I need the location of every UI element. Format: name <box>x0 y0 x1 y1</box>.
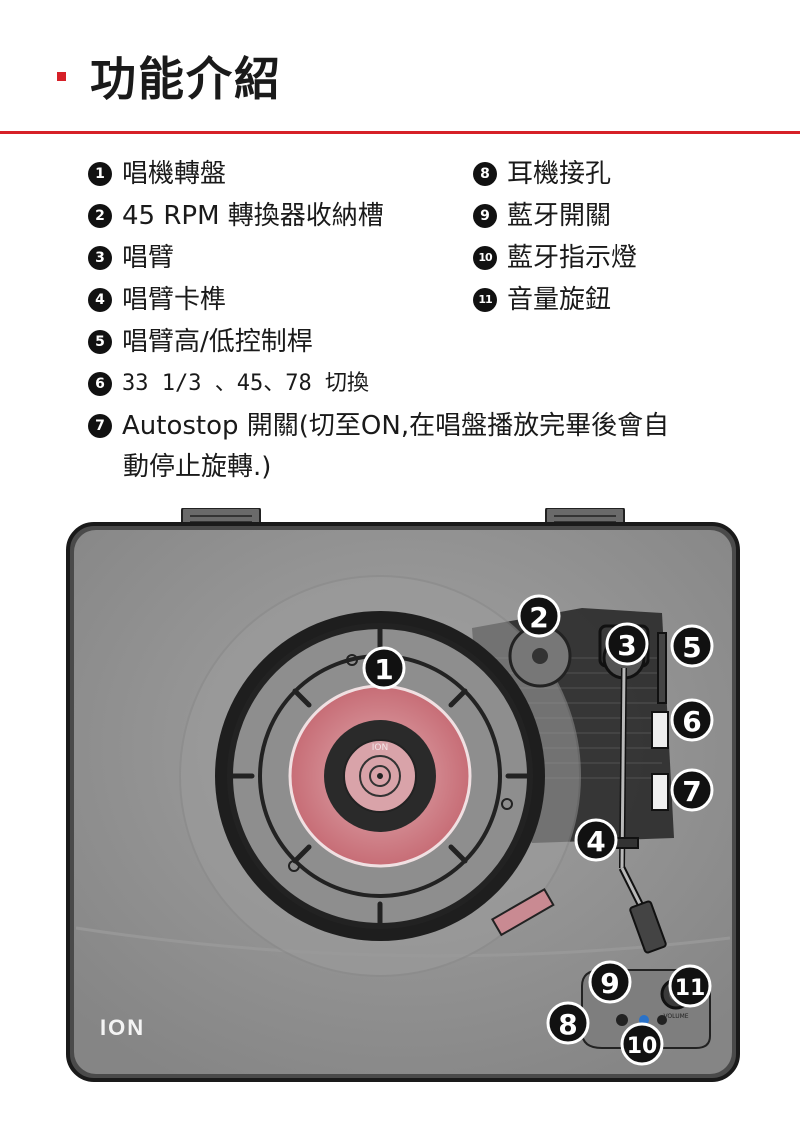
feature-label: 音量旋鈕 <box>507 285 612 315</box>
page-title: 功能介紹 <box>90 52 282 106</box>
feature-label: 33 1/3 、45、78 切換 <box>122 371 369 396</box>
feature-label: 藍牙指示燈 <box>507 243 638 273</box>
feature-item-11: 11 音量旋鈕 <box>473 283 611 317</box>
svg-text:7: 7 <box>682 775 701 808</box>
feature-label: 唱臂 <box>122 243 175 273</box>
feature-item-8: 8 耳機接孔 <box>473 157 611 191</box>
svg-text:6: 6 <box>682 705 701 738</box>
svg-text:2: 2 <box>529 601 548 634</box>
svg-text:9: 9 <box>600 967 619 1000</box>
svg-text:10: 10 <box>627 1034 658 1059</box>
callout-8: 8 <box>546 1001 590 1045</box>
title-divider <box>0 131 800 134</box>
number-badge: 9 <box>473 204 497 228</box>
feature-label: 唱臂高/低控制桿 <box>122 327 313 357</box>
svg-text:5: 5 <box>682 631 701 664</box>
number-badge: 10 <box>473 246 497 270</box>
callout-2: 2 <box>517 594 561 638</box>
number-badge: 7 <box>88 414 112 438</box>
callout-7: 7 <box>670 768 714 812</box>
svg-text:1: 1 <box>374 653 393 686</box>
number-badge: 5 <box>88 330 112 354</box>
title-bullet <box>57 72 66 81</box>
feature-item-2: 2 45 RPM 轉換器收納槽 <box>88 199 384 233</box>
volume-label: VOLUME <box>663 1013 688 1020</box>
feature-label: 耳機接孔 <box>507 159 612 189</box>
svg-text:4: 4 <box>586 825 605 858</box>
svg-text:11: 11 <box>675 976 706 1001</box>
feature-item-1: 1 唱機轉盤 <box>88 157 226 191</box>
feature-label: Autostop 開關(切至ON,在唱盤播放完畢後會自 <box>122 411 670 441</box>
number-badge: 2 <box>88 204 112 228</box>
callout-10: 10 <box>620 1022 664 1066</box>
callout-9: 9 <box>588 960 632 1004</box>
svg-text:3: 3 <box>617 629 636 662</box>
callout-5: 5 <box>670 624 714 668</box>
number-badge: 4 <box>88 288 112 312</box>
autostop-switch <box>651 773 669 811</box>
feature-label-continued: 動停止旋轉.) <box>123 452 272 482</box>
callout-3: 3 <box>605 622 649 666</box>
platter: ION <box>215 611 545 941</box>
number-badge: 11 <box>473 288 497 312</box>
callout-1: 1 <box>362 646 406 690</box>
number-badge: 8 <box>473 162 497 186</box>
brand-logo: ION <box>100 1015 145 1040</box>
number-badge: 6 <box>88 372 112 396</box>
turntable-diagram: ION VOLUME ION <box>66 508 740 1082</box>
feature-item-6: 6 33 1/3 、45、78 切換 <box>88 367 369 401</box>
feature-item-3: 3 唱臂 <box>88 241 174 275</box>
number-badge: 1 <box>88 162 112 186</box>
feature-item-4: 4 唱臂卡榫 <box>88 283 226 317</box>
feature-item-10: 10 藍牙指示燈 <box>473 241 637 275</box>
adapter-slot <box>508 624 572 688</box>
callout-11: 11 <box>668 964 712 1008</box>
svg-text:8: 8 <box>558 1008 577 1041</box>
spare-cartridge <box>490 887 555 937</box>
feature-label: 唱臂卡榫 <box>122 285 227 315</box>
number-badge: 3 <box>88 246 112 270</box>
speed-switch <box>651 711 669 749</box>
callout-4: 4 <box>574 818 618 862</box>
feature-label: 藍牙開關 <box>507 201 612 231</box>
feature-item-9: 9 藍牙開關 <box>473 199 611 233</box>
platter-label: ION <box>372 743 388 753</box>
feature-label: 唱機轉盤 <box>122 159 227 189</box>
feature-item-5: 5 唱臂高/低控制桿 <box>88 325 313 359</box>
feature-label: 45 RPM 轉換器收納槽 <box>122 201 384 231</box>
feature-item-7: 7 Autostop 開關(切至ON,在唱盤播放完畢後會自 <box>88 409 669 443</box>
callout-6: 6 <box>670 698 714 742</box>
